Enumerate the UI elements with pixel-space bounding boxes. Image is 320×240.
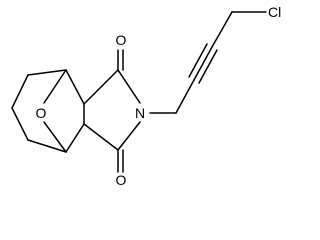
bonds: [11, 11, 267, 173]
bond-c5-c4: [11, 107, 29, 141]
bond-c6-c5: [11, 74, 29, 109]
atom-labels: O N O O Cl: [36, 4, 282, 188]
bond-c2-carbonyl-top: [83, 69, 119, 105]
atom-oxygen-top: O: [116, 32, 127, 48]
atom-chlorine: Cl: [268, 4, 281, 20]
bond-c1-c2: [65, 69, 85, 105]
bond-carbonyl-bottom-c3: [83, 123, 119, 151]
bond-c1-c6: [27, 69, 67, 76]
bond-alkyne-1: [193, 46, 213, 81]
bond-c3-c2b: [65, 123, 85, 153]
chemical-structure: O N O O Cl: [11, 4, 282, 188]
atom-oxygen-bottom: O: [116, 172, 127, 188]
bond-bridge-bottom: [43, 121, 67, 153]
bond-c4-c3: [27, 139, 67, 153]
bond-alkyne-chloromethyl: [211, 11, 233, 48]
bond-alkyne-2: [198, 49, 218, 84]
atom-nitrogen: N: [135, 105, 145, 121]
bond-alkyne-3: [188, 43, 208, 78]
bond-ch2-alkyne: [175, 79, 195, 114]
bond-bridge-top: [43, 69, 67, 104]
atom-bridge-oxygen: O: [36, 105, 47, 121]
bond-carbonyl-top-n: [117, 69, 141, 104]
bond-n-carbonyl-bottom: [117, 121, 141, 151]
